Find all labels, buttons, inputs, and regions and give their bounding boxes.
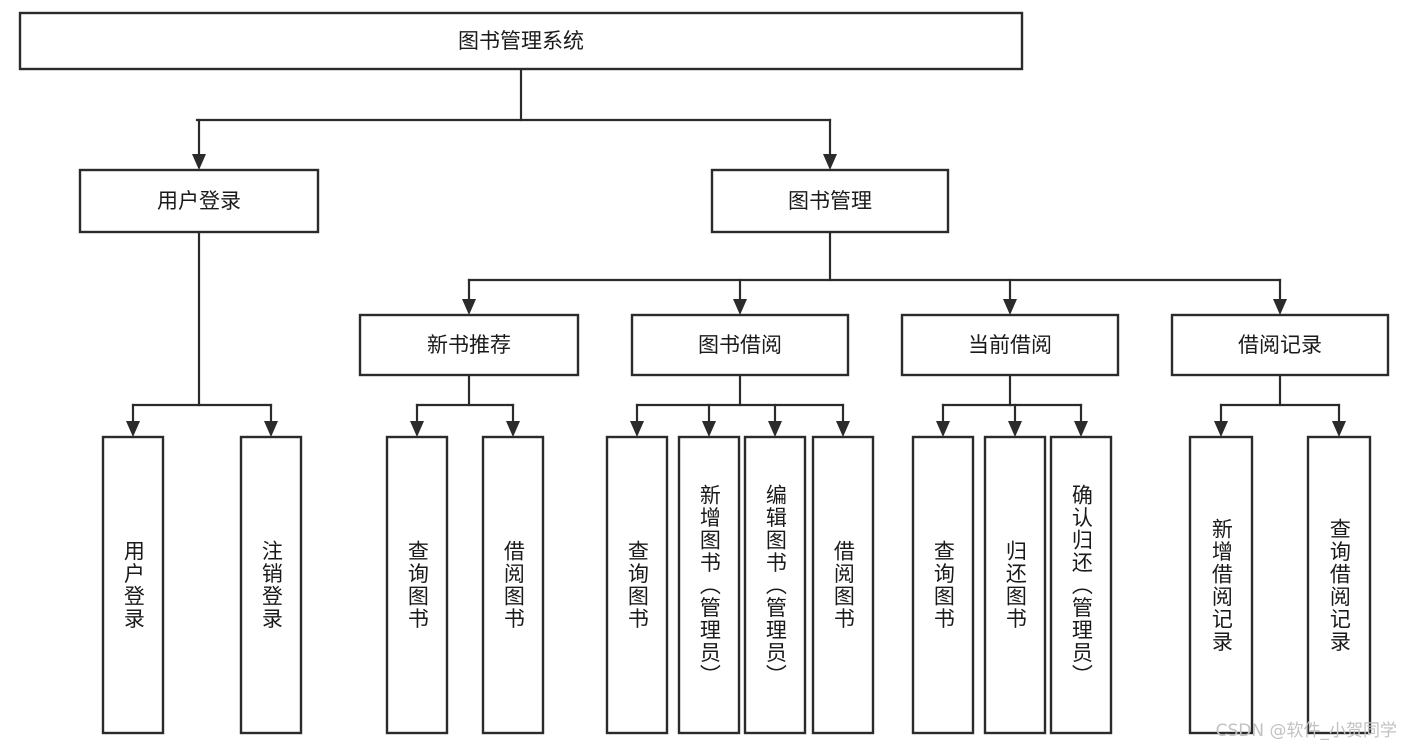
arrow-head-icon	[823, 154, 837, 170]
node-box-level2-1[interactable]	[630, 313, 850, 377]
arrow-head-icon	[264, 421, 278, 437]
arrow-head-icon	[192, 154, 206, 170]
leaf-box-4[interactable]	[605, 435, 669, 735]
arrow-head-icon	[1332, 421, 1346, 437]
leaf-box-10[interactable]	[1049, 435, 1113, 735]
leaf-box-11[interactable]	[1188, 435, 1254, 735]
leaf-box-12[interactable]	[1306, 435, 1372, 735]
node-label-level1-1: 图书管理	[788, 189, 872, 213]
arrow-head-icon	[936, 421, 950, 437]
arrow-head-icon	[733, 299, 747, 315]
node-label-level2-1: 图书借阅	[698, 333, 782, 357]
leaf-box-7[interactable]	[811, 435, 875, 735]
arrow-head-icon	[126, 421, 140, 437]
leaf-box-8[interactable]	[911, 435, 975, 735]
node-label-level2-2: 当前借阅	[968, 333, 1052, 357]
node-box-level2-3[interactable]	[1170, 313, 1390, 377]
node-box-level1-1[interactable]	[710, 168, 950, 234]
arrow-head-icon	[702, 421, 716, 437]
leaf-box-3[interactable]	[481, 435, 545, 735]
connector-layer	[126, 67, 1346, 437]
node-label-root: 图书管理系统	[458, 29, 584, 53]
arrow-head-icon	[1003, 299, 1017, 315]
leaf-box-1[interactable]	[239, 435, 303, 735]
arrow-head-icon	[410, 421, 424, 437]
arrow-head-icon	[1074, 421, 1088, 437]
node-label-level2-3: 借阅记录	[1238, 333, 1322, 357]
node-box-level2-2[interactable]	[900, 313, 1120, 377]
node-box-root[interactable]	[18, 11, 1024, 71]
node-box-level2-0[interactable]	[358, 313, 580, 377]
node-label-level2-0: 新书推荐	[427, 333, 511, 357]
box-layer	[18, 11, 1390, 735]
arrow-head-icon	[768, 421, 782, 437]
arrow-head-icon	[836, 421, 850, 437]
arrow-head-icon	[506, 421, 520, 437]
arrow-head-icon	[1273, 299, 1287, 315]
leaf-box-0[interactable]	[101, 435, 165, 735]
leaf-box-2[interactable]	[385, 435, 449, 735]
csdn-watermark: CSDN @软件_小贺同学	[1215, 721, 1397, 741]
arrow-head-icon	[630, 421, 644, 437]
leaf-box-5[interactable]	[677, 435, 741, 735]
leaf-box-6[interactable]	[743, 435, 807, 735]
arrow-head-icon	[1008, 421, 1022, 437]
arrow-head-icon	[462, 299, 476, 315]
node-box-level1-0[interactable]	[78, 168, 320, 234]
leaf-box-9[interactable]	[983, 435, 1047, 735]
arrow-head-icon	[1214, 421, 1228, 437]
node-label-level1-0: 用户登录	[157, 189, 241, 213]
